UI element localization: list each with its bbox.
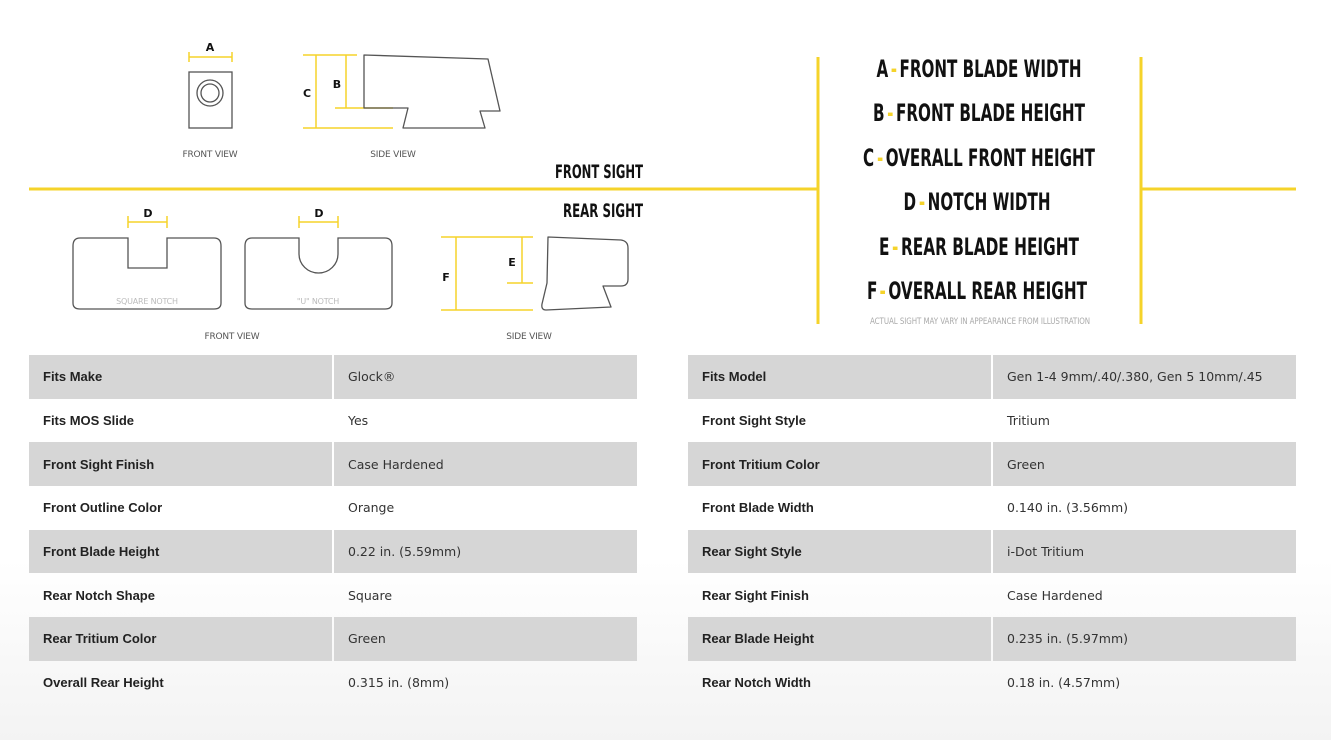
spec-label: Rear Blade Height	[688, 617, 991, 661]
spec-label: Front Sight Finish	[29, 442, 332, 487]
spec-value: Glock®	[334, 355, 637, 399]
side-view-caption-top: SIDE VIEW	[370, 150, 416, 160]
spec-label: Front Sight Style	[702, 413, 806, 429]
legend-item-c: C-OVERALL FRONT HEIGHT	[863, 144, 1095, 172]
spec-row: Rear Sight Finish Case Hardened	[688, 573, 1296, 617]
spec-row: Fits MOS Slide Yes	[29, 399, 637, 443]
dimension-legend: A-FRONT BLADE WIDTH B-FRONT BLADE HEIGHT…	[863, 55, 1095, 327]
dim-label-b: B	[333, 78, 341, 91]
sight-diagram: FRONT SIGHT REAR SIGHT A FRONT VIEW C B …	[29, 41, 1296, 342]
front-view-caption-top: FRONT VIEW	[182, 150, 237, 160]
spec-row: Front Sight Style Tritium	[688, 399, 1296, 443]
spec-label: Front Tritium Color	[688, 442, 991, 487]
spec-value: Square	[348, 587, 393, 603]
spec-value: Tritium	[1007, 413, 1050, 429]
legend-item-e: E-REAR BLADE HEIGHT	[879, 233, 1079, 261]
legend-item-f: F-OVERALL REAR HEIGHT	[867, 277, 1087, 305]
spec-label: Front Blade Height	[29, 529, 332, 574]
spec-label: Fits Model	[688, 355, 991, 399]
spec-row: Rear Blade Height 0.235 in. (5.97mm)	[688, 617, 1296, 661]
spec-value: 0.140 in. (3.56mm)	[1007, 500, 1129, 516]
spec-label: Fits Make	[29, 355, 332, 399]
dim-label-d-square: D	[143, 207, 152, 220]
spec-label: Fits MOS Slide	[43, 413, 135, 429]
spec-value: 0.18 in. (4.57mm)	[1007, 675, 1121, 691]
spec-row: Fits Model Gen 1-4 9mm/.40/.380, Gen 5 1…	[688, 355, 1296, 399]
spec-value: 0.235 in. (5.97mm)	[993, 617, 1296, 661]
spec-label: Rear Sight Style	[688, 529, 991, 574]
spec-value: Green	[993, 442, 1296, 487]
legend-item-b: B-FRONT BLADE HEIGHT	[873, 99, 1085, 127]
rear-sight-side-view: F E SIDE VIEW	[441, 236, 629, 342]
dim-label-c: C	[303, 87, 311, 100]
spec-label: Rear Notch Width	[702, 675, 811, 691]
spec-value: i-Dot Tritium	[993, 529, 1296, 574]
spec-row: Front Sight Finish Case Hardened	[29, 442, 637, 487]
spec-value: Green	[334, 617, 637, 661]
front-sight-side-view: C B SIDE VIEW	[303, 54, 501, 160]
spec-row: Front Tritium Color Green	[688, 442, 1296, 487]
spec-label: Front Outline Color	[43, 500, 163, 516]
spec-value: 0.22 in. (5.59mm)	[334, 529, 637, 574]
spec-label: Rear Tritium Color	[29, 617, 332, 661]
square-notch-caption: SQUARE NOTCH	[116, 297, 178, 306]
rear-sight-u-notch: D "U" NOTCH	[244, 207, 393, 310]
side-view-caption-bottom: SIDE VIEW	[506, 332, 552, 342]
spec-row: Rear Sight Style i-Dot Tritium	[688, 529, 1296, 574]
legend-disclaimer: ACTUAL SIGHT MAY VARY IN APPEARANCE FROM…	[870, 317, 1090, 327]
dim-label-f: F	[442, 271, 450, 284]
rear-sight-square-notch: D SQUARE NOTCH	[72, 207, 222, 310]
spec-value: Case Hardened	[334, 442, 637, 487]
front-sight-label: FRONT SIGHT	[555, 161, 643, 183]
spec-value: Yes	[348, 413, 369, 429]
spec-value: Orange	[348, 500, 395, 516]
spec-label: Overall Rear Height	[43, 675, 164, 691]
spec-label: Rear Notch Shape	[43, 587, 155, 603]
spec-row: Overall Rear Height 0.315 in. (8mm)	[29, 661, 637, 705]
spec-table-left: Fits Make Glock® Fits MOS Slide Yes Fron…	[29, 355, 637, 705]
spec-row: Rear Notch Width 0.18 in. (4.57mm)	[688, 661, 1296, 705]
legend-item-d: D-NOTCH WIDTH	[904, 188, 1051, 216]
dim-label-a: A	[206, 41, 215, 54]
rear-sight-label: REAR SIGHT	[563, 200, 643, 222]
spec-value: 0.315 in. (8mm)	[348, 675, 450, 691]
front-sight-front-view: A FRONT VIEW	[182, 41, 238, 160]
spec-label: Rear Sight Finish	[702, 587, 809, 603]
spec-value: Gen 1-4 9mm/.40/.380, Gen 5 10mm/.45	[993, 355, 1296, 399]
spec-row: Front Outline Color Orange	[29, 486, 637, 530]
dim-label-d-u: D	[314, 207, 323, 220]
legend-item-a: A-FRONT BLADE WIDTH	[877, 55, 1082, 83]
spec-row: Front Blade Height 0.22 in. (5.59mm)	[29, 529, 637, 574]
spec-row: Rear Notch Shape Square	[29, 573, 637, 617]
spec-table-right: Fits Model Gen 1-4 9mm/.40/.380, Gen 5 1…	[688, 355, 1296, 705]
spec-label: Front Blade Width	[702, 500, 814, 516]
u-notch-caption: "U" NOTCH	[297, 297, 339, 306]
front-view-caption-bottom: FRONT VIEW	[204, 332, 259, 342]
spec-row: Fits Make Glock®	[29, 355, 637, 399]
spec-row: Rear Tritium Color Green	[29, 617, 637, 661]
spec-value: Case Hardened	[1007, 587, 1103, 603]
spec-row: Front Blade Width 0.140 in. (3.56mm)	[688, 486, 1296, 530]
dim-label-e: E	[508, 256, 516, 269]
